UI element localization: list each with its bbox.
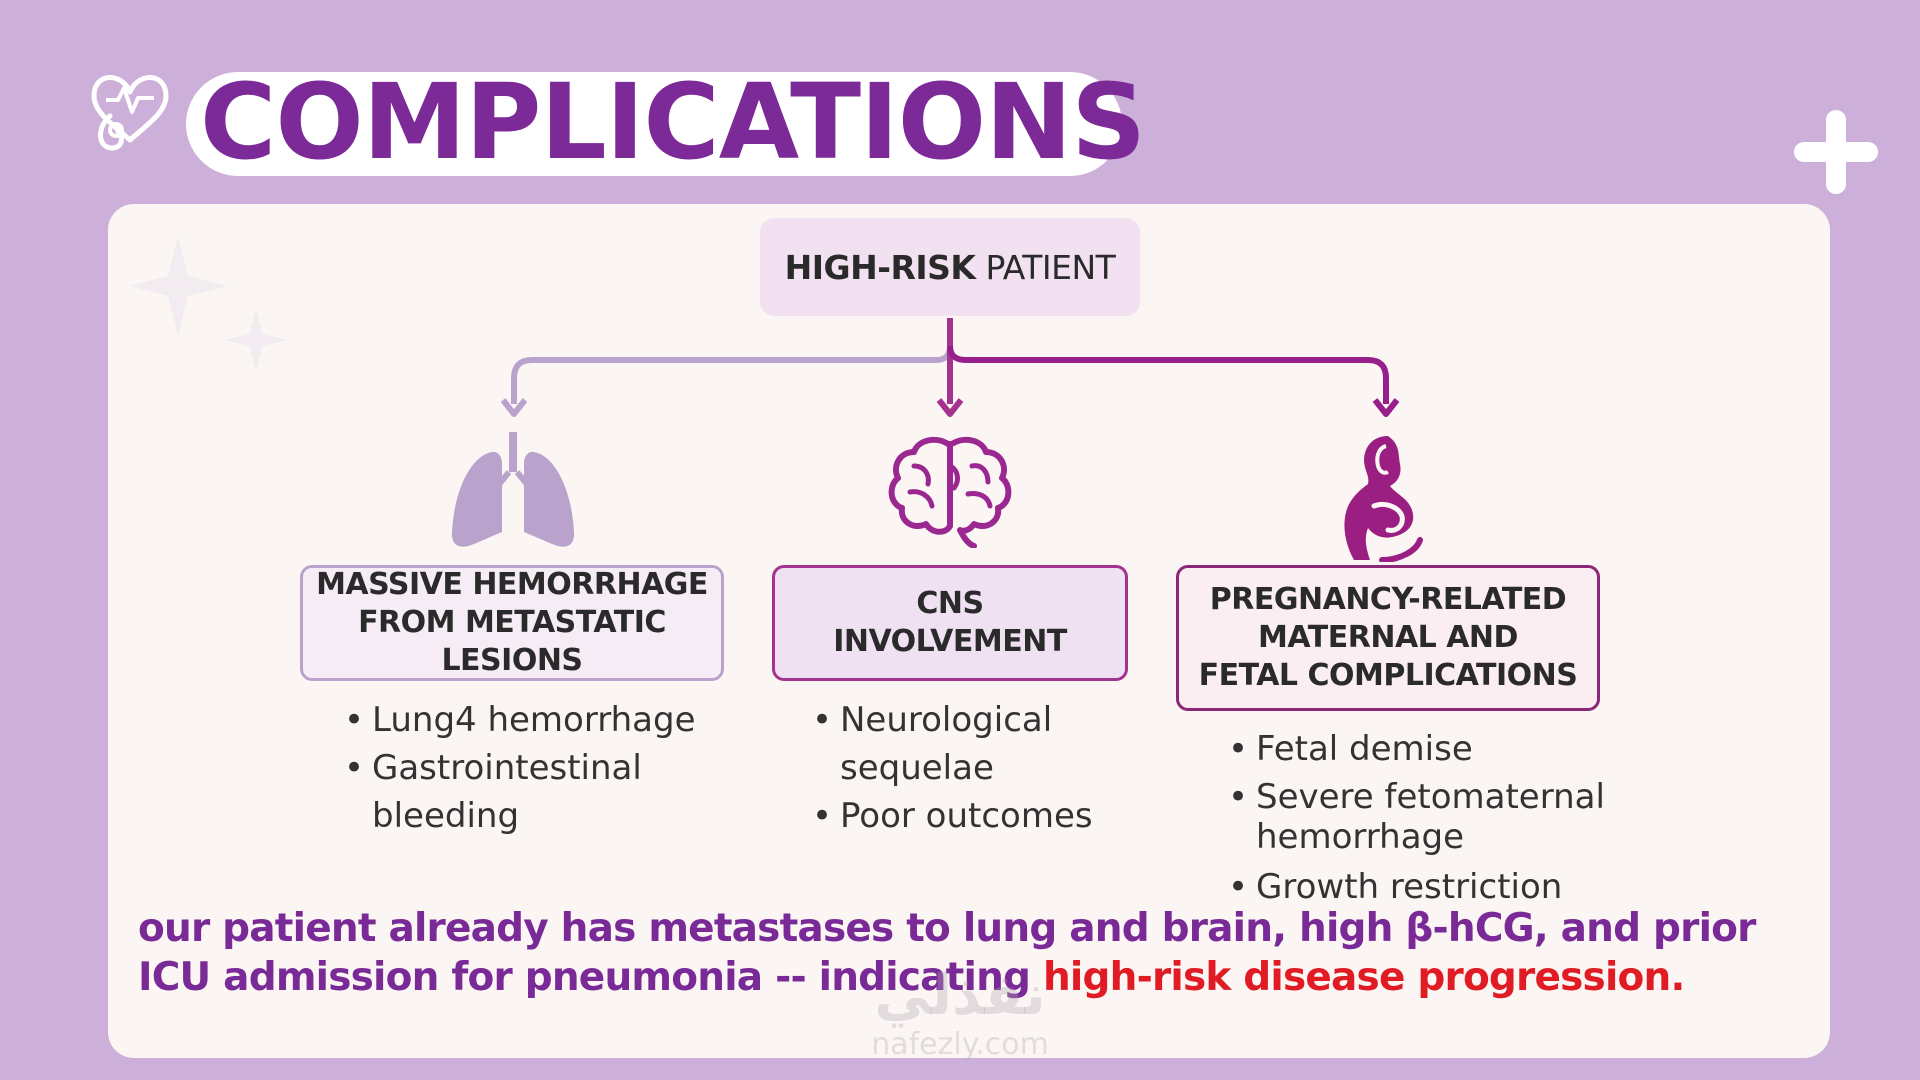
brain-icon [888, 436, 1012, 548]
list-item: Neurological sequelae [812, 696, 1200, 792]
bullet-list-pregnancy: Fetal demise Severe fetomaternal hemorrh… [1228, 725, 1626, 911]
branch-title-line: CNS [916, 586, 984, 621]
sparkle-icon [130, 236, 288, 372]
heart-stethoscope-icon [91, 75, 169, 151]
summary-text: our patient already has metastases to lu… [138, 904, 1818, 1002]
branch-title-line: MASSIVE HEMORRHAGE [316, 567, 708, 602]
branch-title-line: FETAL COMPLICATIONS [1198, 658, 1578, 693]
branch-title-line: MATERNAL AND [1258, 620, 1518, 655]
page-title: COMPLICATIONS [200, 61, 1146, 183]
list-item: Poor outcomes [812, 792, 1200, 840]
root-node-bold: HIGH-RISK [784, 247, 976, 287]
bullet-list-cns: Neurological sequelae Poor outcomes [812, 696, 1200, 840]
watermark-url: nafezly.com [871, 1027, 1049, 1062]
list-item: Lung4 hemorrhage [344, 696, 792, 744]
branch-title-line: PREGNANCY-RELATED [1209, 582, 1567, 617]
watermark-arabic: نفذلي [874, 963, 1046, 1028]
watermark: نفذلي nafezly.com [840, 966, 1080, 1080]
branch-box-cns: CNS INVOLVEMENT [772, 565, 1128, 681]
pregnant-mother-icon [1344, 436, 1423, 562]
branch-title-line: FROM METASTATIC LESIONS [358, 605, 666, 678]
root-node-rest: PATIENT [975, 247, 1116, 287]
branch-box-pregnancy: PREGNANCY-RELATED MATERNAL AND FETAL COM… [1176, 565, 1600, 711]
list-item: Fetal demise [1228, 725, 1626, 773]
list-item: Severe fetomaternal hemorrhage [1228, 777, 1626, 857]
lungs-icon [451, 432, 575, 547]
root-node-high-risk-patient: HIGH-RISK PATIENT [760, 218, 1140, 316]
branch-box-hemorrhage: MASSIVE HEMORRHAGE FROM METASTATIC LESIO… [300, 565, 724, 681]
list-item: Gastrointestinal bleeding [344, 744, 792, 840]
list-item: Growth restriction [1228, 863, 1626, 911]
summary-main: our patient already has metastases to lu… [138, 906, 1756, 1000]
title-background [186, 72, 1122, 176]
summary-highlight: high-risk disease progression. [1042, 955, 1685, 1000]
branch-title-line: INVOLVEMENT [833, 624, 1067, 659]
plus-icon [1794, 110, 1878, 194]
bullet-list-hemorrhage: Lung4 hemorrhage Gastrointestinal bleedi… [344, 696, 792, 840]
